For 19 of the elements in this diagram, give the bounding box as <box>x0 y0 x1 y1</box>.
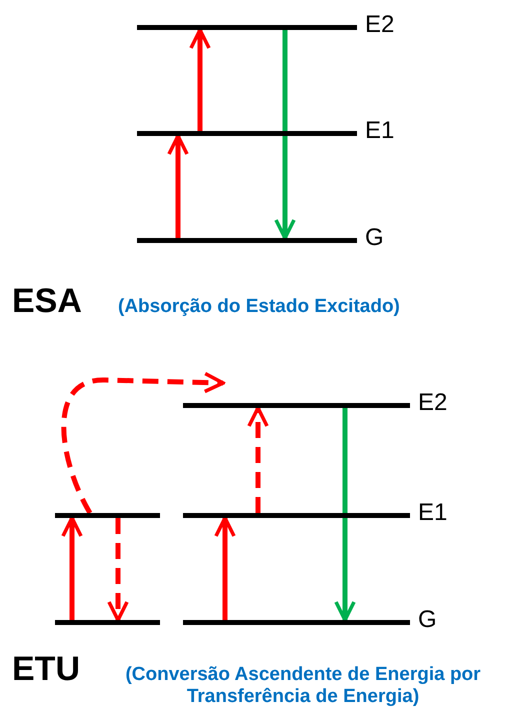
level-label: G <box>365 224 384 252</box>
arrow <box>61 372 225 514</box>
arrow <box>189 28 211 131</box>
level-label: G <box>418 606 437 634</box>
level-label: E1 <box>365 117 394 145</box>
arrow <box>167 134 189 238</box>
diagram-heading: ETU <box>12 650 80 689</box>
level-label: E2 <box>365 11 394 39</box>
arrow <box>214 516 236 620</box>
subtitle: (Conversão Ascendente de Energia por Transferência de Energia) <box>124 664 482 708</box>
arrow <box>247 406 269 513</box>
level-label: E1 <box>418 499 448 527</box>
level-label: E2 <box>418 389 448 417</box>
arrow <box>61 516 83 620</box>
arrow <box>274 30 296 240</box>
diagram-heading: ESA <box>12 282 82 321</box>
subtitle: (Absorção do Estado Excitado) <box>118 296 400 318</box>
arrow <box>334 408 356 622</box>
arrow <box>107 518 129 622</box>
